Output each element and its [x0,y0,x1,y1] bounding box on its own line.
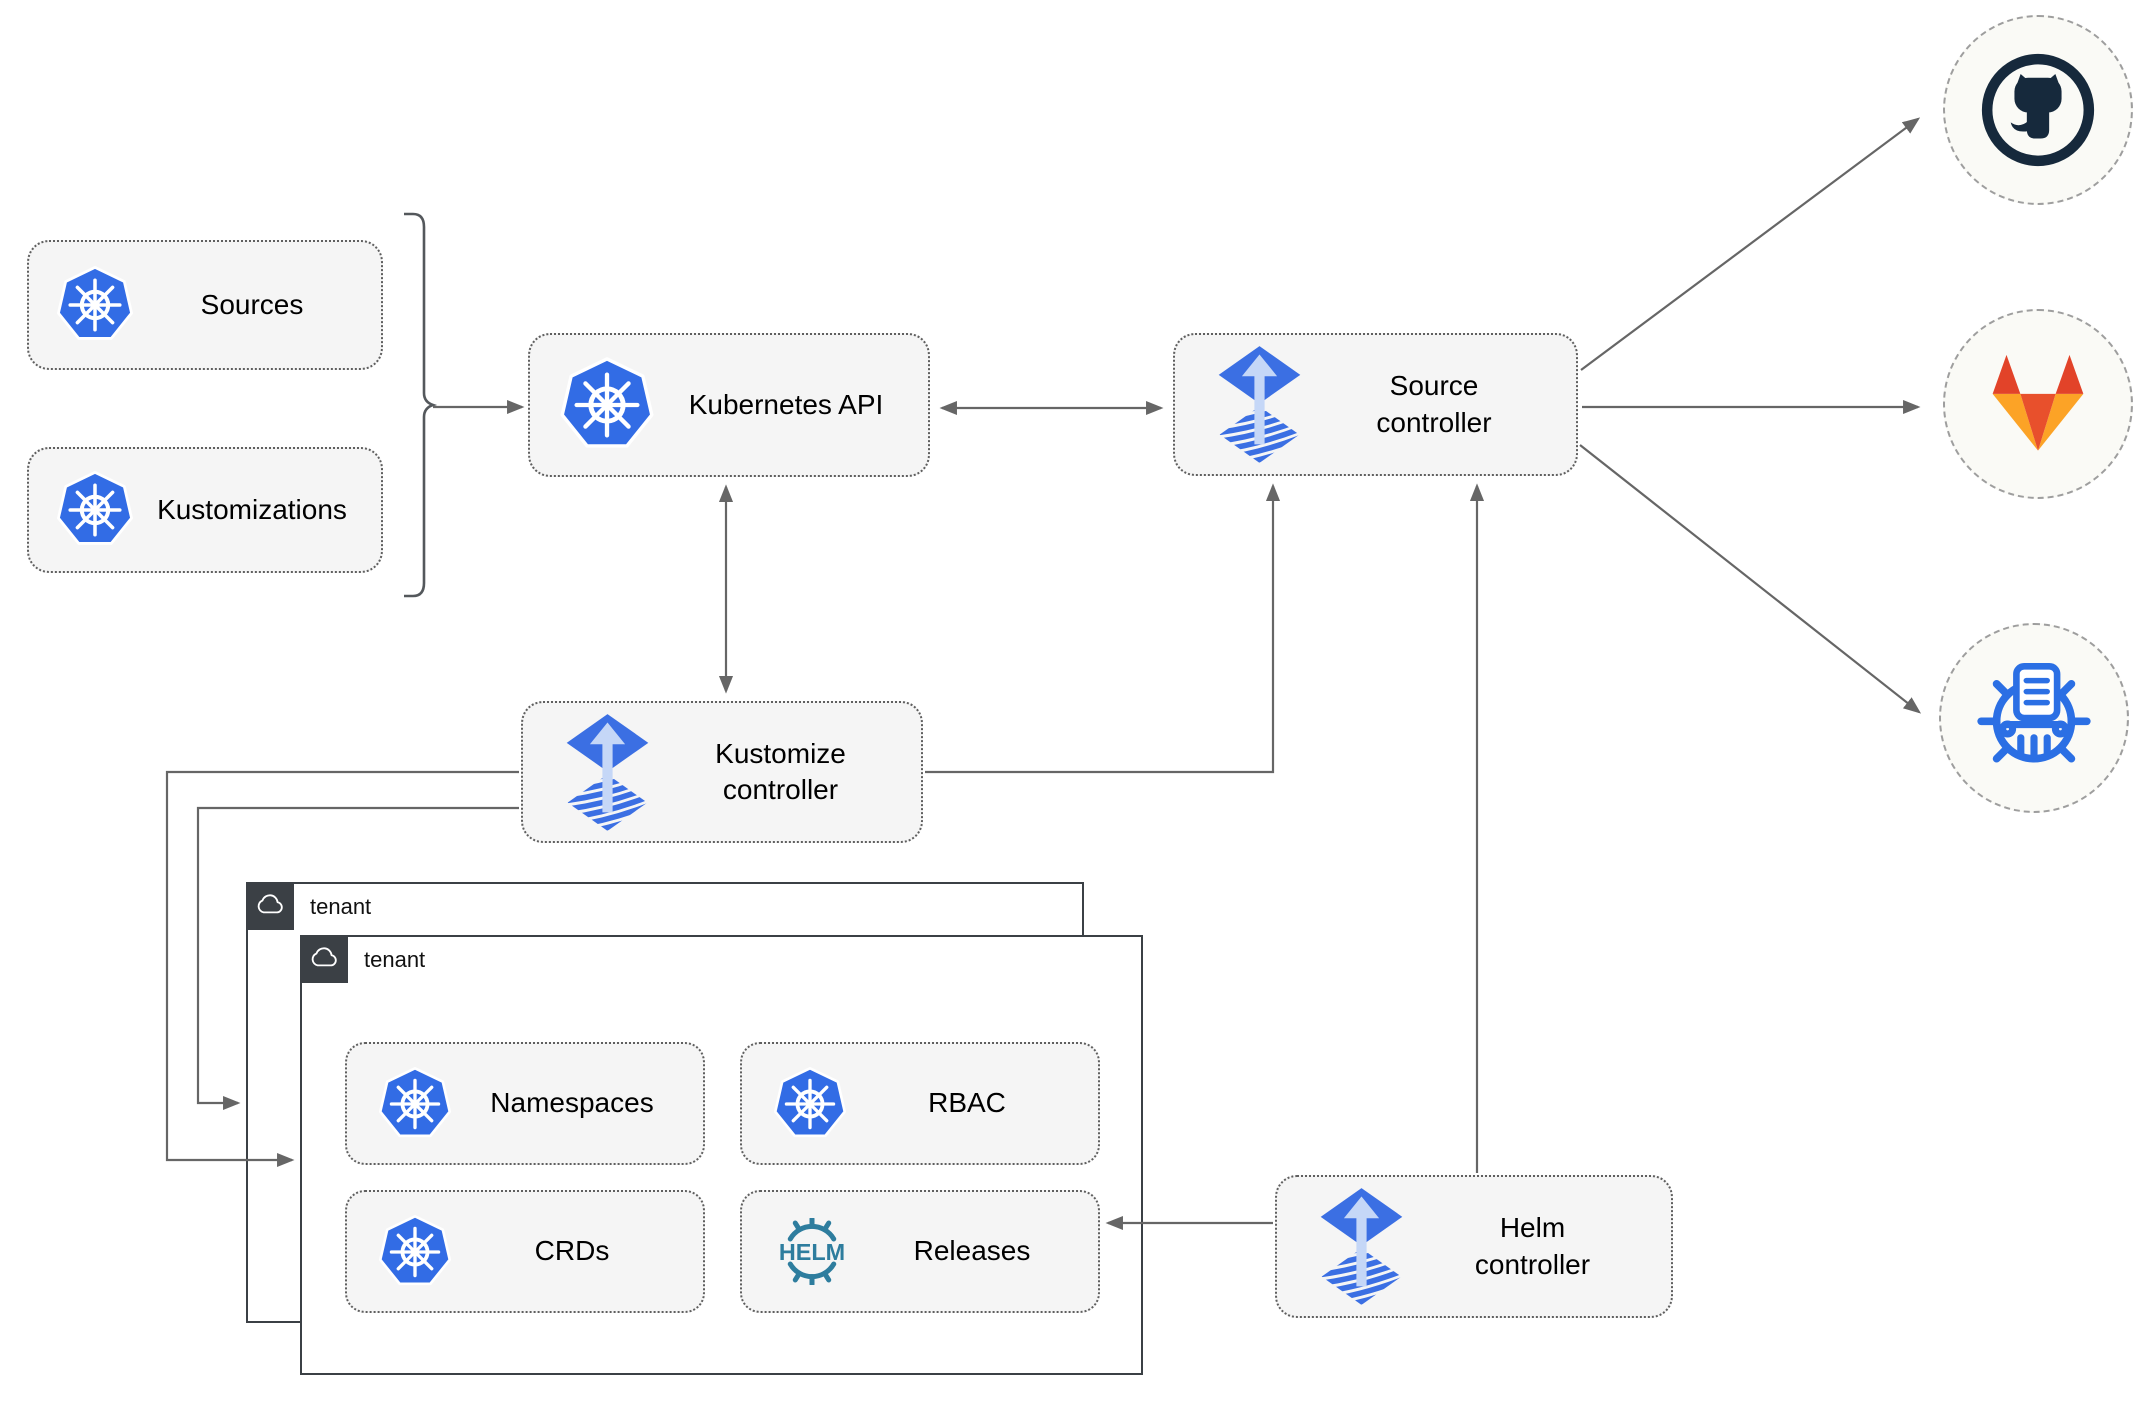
node-label: Sources [200,288,304,320]
source-controller-node: Source controller [1173,333,1578,476]
node-label: Namespaces [490,1087,654,1119]
edge-source-to-helm-repository [1579,444,1922,714]
node-label: CRDs [534,1235,610,1267]
gitlab-remote [1943,309,2133,499]
kustomize-controller-node: Kustomize controller [521,701,923,843]
flux-icon [563,712,652,833]
kubernetes-icon [558,356,656,454]
kubernetes-api-node: Kubernetes API [528,333,930,477]
node-label: Source controller [1376,370,1492,438]
helm-repository-remote [1939,623,2129,813]
node-label: Helm controller [1474,1212,1591,1280]
helm-repository-icon [1968,652,2100,784]
sources-node: Sources [27,240,383,370]
github-remote [1943,15,2133,205]
cloud-icon [307,942,341,976]
crds-node: CRDs [345,1190,705,1313]
gitlab-icon [1975,351,2101,457]
node-label: Kustomizations [157,493,347,525]
helm-controller-node: Helm controller [1275,1175,1673,1318]
kubernetes-icon [377,1214,453,1290]
kubernetes-icon [55,265,135,345]
kubernetes-icon [772,1066,848,1142]
namespaces-node: Namespaces [345,1042,705,1165]
node-label: Kubernetes API [688,388,884,420]
kustomizations-node: Kustomizations [27,447,383,573]
cloud-icon [253,889,287,923]
node-label: Kustomize controller [715,737,846,805]
edge-source-to-github [1580,117,1921,371]
cloud-badge [245,881,294,930]
node-label: RBAC [928,1087,1006,1119]
helm-wordmark: HELM [779,1239,845,1265]
flux-icon [1215,344,1304,465]
releases-node: HELM Releases [740,1190,1100,1313]
node-label: Releases [913,1235,1031,1267]
cloud-badge [299,934,348,983]
helm-logo-icon: HELM [766,1218,858,1285]
rbac-node: RBAC [740,1042,1100,1165]
tenant-label: tenant [310,894,372,919]
flux-icon [1317,1186,1406,1307]
tenant-label: tenant [364,947,426,972]
edge-kustomize-to-source [925,483,1281,774]
brace-group [404,212,438,598]
kubernetes-icon [55,470,135,550]
github-icon [1976,48,2100,172]
kubernetes-icon [377,1066,453,1142]
